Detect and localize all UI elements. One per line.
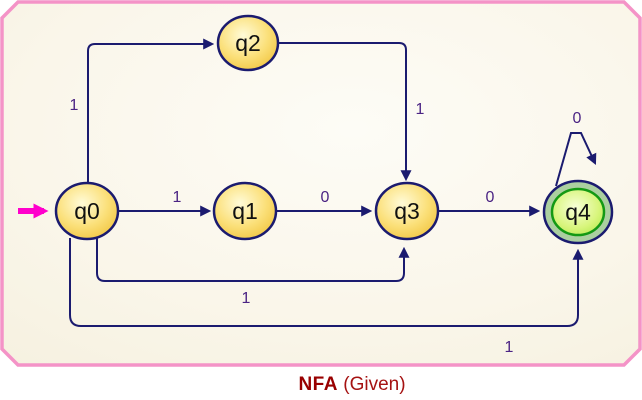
transition-label-q4-loop: 0 xyxy=(573,110,582,127)
state-q0-label: q0 xyxy=(74,198,100,224)
transition-q0-q2 xyxy=(87,38,215,183)
state-q4-label: q4 xyxy=(565,199,591,225)
transition-label-q0-q1: 1 xyxy=(173,189,182,206)
transition-label-q1-q3: 0 xyxy=(321,189,330,206)
transition-label-q0-q4: 1 xyxy=(505,339,514,356)
transition-q0-q3 xyxy=(96,238,410,282)
transition-label-q3-q4: 0 xyxy=(486,189,495,206)
transition-q2-q3 xyxy=(279,42,412,182)
caption: NFA (Given) xyxy=(298,374,405,396)
state-q2-label: q2 xyxy=(235,30,261,56)
state-q3: q3 xyxy=(374,181,440,241)
state-q1-label: q1 xyxy=(232,198,258,224)
transition-labels: 1 1 1 0 0 1 1 0 xyxy=(70,97,582,356)
state-q3-label: q3 xyxy=(394,198,420,224)
states: q0 q1 q2 q3 q4 xyxy=(54,14,614,245)
state-q1: q1 xyxy=(212,181,278,241)
diagram-panel xyxy=(0,0,642,367)
transition-q4-q4-loop xyxy=(555,132,597,187)
transitions xyxy=(69,38,597,327)
state-q0: q0 xyxy=(54,181,120,241)
transition-label-q2-q3: 1 xyxy=(416,101,425,118)
transition-q0-q4 xyxy=(69,238,584,327)
transition-label-q0-q2: 1 xyxy=(70,97,79,114)
caption-title: NFA xyxy=(298,374,338,395)
transition-label-q0-q3: 1 xyxy=(242,290,251,307)
caption-subtitle: (Given) xyxy=(343,374,406,395)
state-q2: q2 xyxy=(216,14,280,72)
nfa-diagram: 1 1 1 0 0 1 1 0 q0 q1 q2 xyxy=(0,0,642,367)
state-q4-accepting: q4 xyxy=(542,179,614,245)
